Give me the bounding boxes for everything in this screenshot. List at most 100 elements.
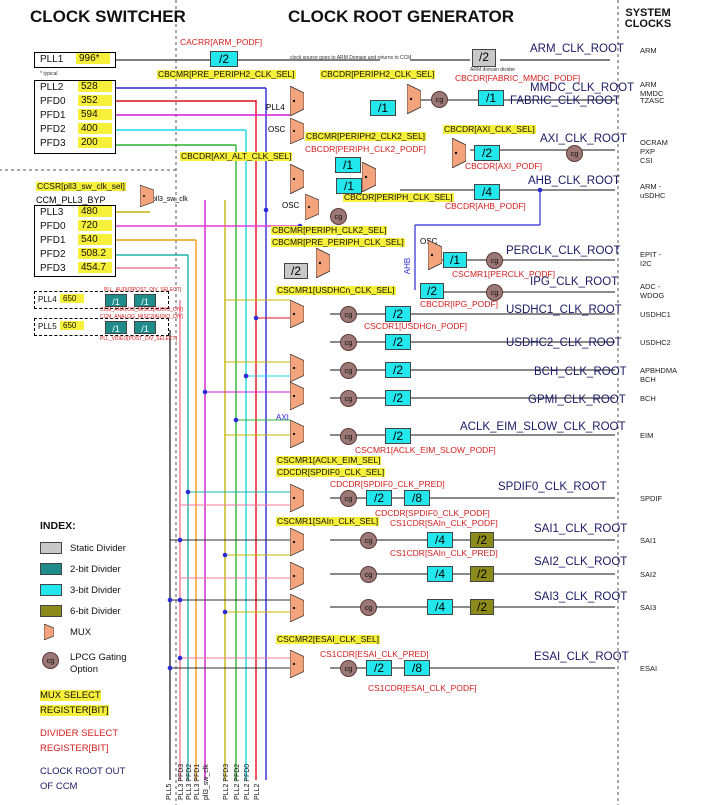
sai1-pred-divider: /4 [427,532,453,548]
pll2-name-2: PFD1 [40,110,66,121]
lpcg-3: cg [486,252,503,269]
pll5-div2: /1 [134,321,156,334]
lpcg-7: cg [340,362,357,379]
mux-10 [290,354,304,382]
pll5-name: PLL5 [38,322,57,331]
lpcg-2: cg [330,208,347,225]
reg-cbcmr-periph-clk2: CBCMR[PERIPH_CLK2_SEL] [271,225,388,235]
pll2-name-3: PFD2 [40,124,66,135]
mux-14 [290,528,304,556]
mux-15 [290,562,304,590]
root-9: BCH_CLK_ROOT [534,366,627,378]
mux-4 [290,164,304,194]
periph-clk2-podf-divider: /1 [370,100,396,116]
sai3-podf-divider: /2 [470,599,494,615]
sys-14-0: SAI2 [640,570,657,579]
ahb-podf-divider: /4 [474,184,500,200]
esai-pred-divider: /2 [366,660,392,676]
pll2-name-0: PLL2 [40,82,64,93]
arm-domain-divider: /2 [472,49,496,67]
mux-12 [290,420,304,448]
pll3-value-3: 508.2 [78,248,112,259]
pll2-value-0: 528 [78,81,112,92]
index-title: INDEX: [40,520,76,532]
pll2-value-2: 594 [78,109,112,120]
sys-9-1: BCH [640,375,656,384]
index-6bit-swatch [40,605,62,617]
root-13: SAI1_CLK_ROOT [534,523,628,535]
pll4-div1: /1 [105,294,127,307]
junction-dot [263,207,269,213]
sys-10-0: BCH [640,394,656,403]
root-5: PERCLK_CLK_ROOT [506,245,621,257]
ahb-label: AHB [403,257,413,275]
lpcg-6: cg [340,334,357,351]
arm-note: clock source goes to ARM Domain and retu… [290,55,412,61]
pll4-reg-top: PLL_AUDIO[POST_DIV_SELECT] [104,287,182,293]
pll4-div2: /1 [134,294,156,307]
root-10: GPMI_CLK_ROOT [528,394,626,406]
pll3-bypass-label: CCM_PLL3_BYP [36,195,106,205]
osc-label-1: OSC [268,125,286,134]
pll3-name-1: PFD0 [40,221,66,232]
mux-16 [290,594,304,622]
lpcg-8: cg [340,390,357,407]
osc-label-2: OSC [282,201,300,210]
sys-6-1: WDOG [640,291,665,300]
junction-dot [177,537,183,543]
reg-cbcdr-fabric: CBCDR[FABRIC_MMDC_PODF] [455,73,581,83]
pll5-div1: /1 [105,321,127,334]
lpcg-13: cg [360,599,377,616]
index-6bit-label: 6-bit Divider [70,606,121,617]
reg-cbcdr-ipg: CBCDR[IPG_PODF] [420,299,498,309]
pll4-block [34,291,169,309]
bus-label-4: pll3_sw_clk [203,764,210,800]
reg-cbcdr-axi-podf: CBCDR[AXI_PODF] [465,161,542,171]
junction-dot [253,315,259,321]
index-cg-icon: cg [42,652,59,669]
index-3bit-swatch [40,584,62,596]
reg-cbcdr-periph-clk2: CBCDR[PERIPH_CLK2_PODF] [305,144,426,154]
pll4-reg-mid2: CCM_ANALOG_MISC2[AUDIO_DIV] [100,314,183,320]
periph-clk2-divider: /1 [336,178,362,194]
pll5-value: 650 [60,321,84,330]
reg-cbcdr-axi-alt: CBCDR[AXI_ALT_CLK_SEL] [180,151,293,161]
junction-dot [167,665,173,671]
index-static-label: Static Divider [70,543,126,554]
pll3-name-3: PFD2 [40,249,66,260]
reg-cdcdr-spdif-pred: CDCDR[SPDIF0_CLK_PRED] [330,479,445,489]
reg-cacrr: CACRR[ARM_PODF] [180,37,263,47]
pll3-name-4: PFD3 [40,263,66,274]
root-6: IPG_CLK_ROOT [530,276,619,288]
pll2-value-3: 400 [78,123,112,134]
pll1-note: * typical [40,71,58,77]
pll3-value-4: 454.7 [78,262,112,273]
junction-dot [233,417,239,423]
reg-cs1cdr-sai-pred: CS1CDR[SAIn_CLK_PRED] [390,548,498,558]
pll4-value: 650 [60,294,84,303]
sys-13-0: SAI1 [640,536,657,545]
bch-divider: /2 [385,362,411,378]
root-16: ESAI_CLK_ROOT [534,651,629,663]
sys-16-0: ESAI [640,664,658,673]
junction-dot [222,552,228,558]
usdhc2-divider: /2 [385,334,411,350]
sai1-podf-divider: /2 [470,532,494,548]
junction-dot [177,655,183,661]
lpcg-1: cg [566,145,583,162]
axi-label: AXI [276,413,289,422]
root-4: AHB_CLK_ROOT [528,175,621,187]
reg-cscmr2-esai-sel: CSCMR2[ESAI_CLK_SEL] [276,634,381,644]
system-clocks-header: SYSTEM CLOCKS [624,7,672,30]
pll2-name-4: PFD3 [40,138,66,149]
esai-podf-divider: /8 [404,660,430,676]
reg-cscmr1-usdhc-sel: CSCMR1[USDHCn_CLK_SEL] [276,285,396,295]
ipg-divider: /2 [420,283,444,299]
bus-label-2: PLL3 PFD2 [186,763,193,800]
reg-cscmr1-aclk-podf: CSCMR1[ACLK_EIM_SLOW_PODF] [355,445,496,455]
index-root2: OF CCM [40,781,78,792]
pll2-value-1: 352 [78,95,112,106]
bus-label-1: PLL3 PFD3 [178,763,185,800]
sys-7-0: USDHC1 [640,310,671,319]
